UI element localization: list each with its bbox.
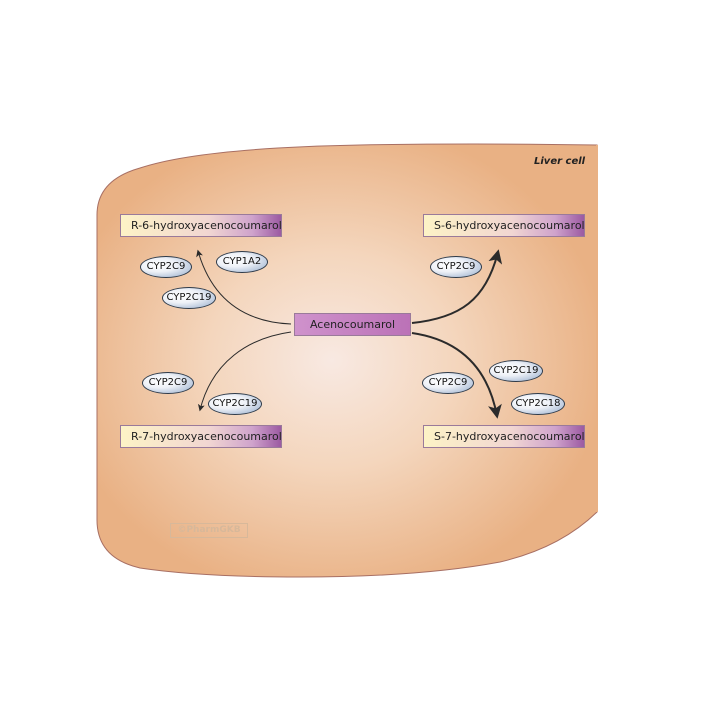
enzyme-s7-cyp2c19[interactable]: CYP2C19 xyxy=(489,360,543,382)
enzyme-s7-cyp2c18[interactable]: CYP2C18 xyxy=(511,393,565,415)
enzyme-s7-cyp2c9[interactable]: CYP2C9 xyxy=(422,372,474,394)
arrow-to-s6 xyxy=(411,249,503,324)
copyright-watermark: ©PharmGKB xyxy=(170,523,248,538)
cell-label: Liver cell xyxy=(534,156,586,167)
arrow-to-s7 xyxy=(411,332,502,419)
enzyme-r7-cyp2c9[interactable]: CYP2C9 xyxy=(142,372,194,394)
metabolite-s6-hydroxy[interactable]: S-6-hydroxyacenocoumarol xyxy=(423,214,585,237)
arrow-to-r6 xyxy=(196,249,292,325)
liver-cell xyxy=(96,143,598,578)
arrow-to-r7 xyxy=(197,331,292,412)
enzyme-r6-cyp2c9[interactable]: CYP2C9 xyxy=(140,256,192,278)
enzyme-r6-cyp2c19[interactable]: CYP2C19 xyxy=(162,287,216,309)
metabolite-s7-hydroxy[interactable]: S-7-hydroxyacenocoumarol xyxy=(423,425,585,448)
drug-acenocoumarol[interactable]: Acenocoumarol xyxy=(294,313,411,336)
enzyme-r6-cyp1a2[interactable]: CYP1A2 xyxy=(216,251,268,273)
metabolite-r7-hydroxy[interactable]: R-7-hydroxyacenocoumarol xyxy=(120,425,282,448)
enzyme-s6-cyp2c9[interactable]: CYP2C9 xyxy=(430,256,482,278)
enzyme-r7-cyp2c19[interactable]: CYP2C19 xyxy=(208,393,262,415)
metabolite-r6-hydroxy[interactable]: R-6-hydroxyacenocoumarol xyxy=(120,214,282,237)
